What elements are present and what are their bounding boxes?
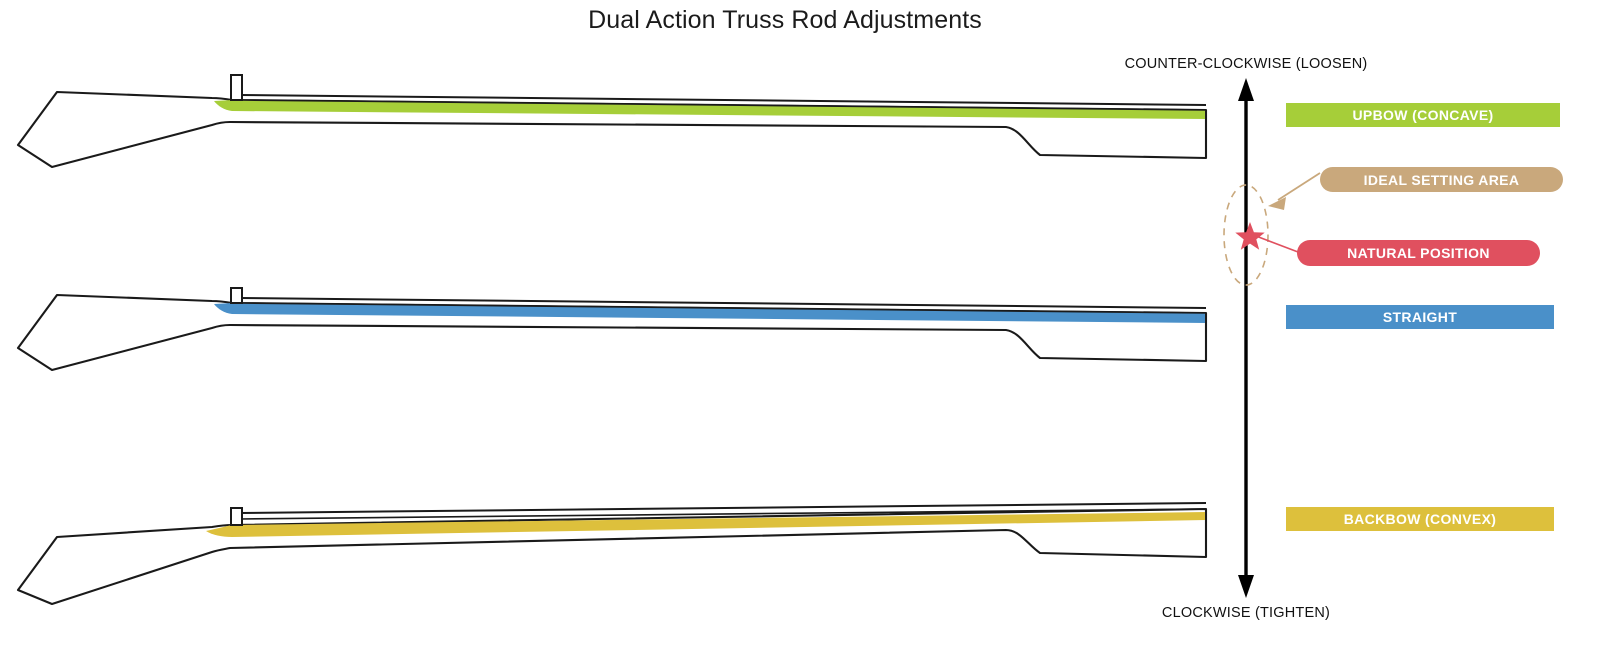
backbow-string-line-lower [239, 508, 1207, 520]
axis-label-counter-clockwise: COUNTER-CLOCKWISE (LOOSEN) [1124, 56, 1368, 72]
ideal-zone-ellipse [1223, 184, 1269, 286]
ideal-connector-arrow-icon [1268, 197, 1286, 210]
natural-position-star-icon [1235, 222, 1265, 250]
axis-label-clockwise: CLOCKWISE (TIGHTEN) [1161, 605, 1331, 621]
upbow-fretboard-relief [214, 100, 1206, 119]
legend-badge-ideal-setting-area[interactable]: IDEAL SETTING AREA [1320, 167, 1563, 192]
adjustment-axis [1238, 78, 1254, 598]
legend-badge-backbow[interactable]: BACKBOW (CONVEX) [1286, 507, 1554, 531]
axis-arrow-down-icon [1238, 575, 1254, 598]
legend-badge-straight[interactable]: STRAIGHT [1286, 305, 1554, 329]
backbow-string-line [239, 502, 1207, 514]
legend-badge-upbow[interactable]: UPBOW (CONCAVE) [1286, 103, 1560, 127]
legend-badge-natural-position[interactable]: NATURAL POSITION [1297, 240, 1540, 266]
straight-string-line-lower [239, 302, 1207, 314]
straight-string-line [239, 297, 1207, 309]
upbow-neck [16, 74, 1208, 169]
natural-connector-line [1255, 235, 1299, 253]
ideal-connector-line [1277, 172, 1321, 201]
straight-fretboard-relief [214, 303, 1206, 323]
straight-neck [16, 287, 1208, 372]
upbow-string-line [239, 94, 1207, 106]
upbow-string-line-lower [239, 99, 1207, 111]
straight-nut [230, 287, 243, 304]
backbow-neck [16, 502, 1208, 606]
axis-arrow-up-icon [1238, 78, 1254, 101]
natural-connector [1255, 235, 1299, 253]
page-title: Dual Action Truss Rod Adjustments [588, 6, 982, 34]
backbow-nut [230, 507, 243, 526]
ideal-connector [1268, 172, 1321, 210]
upbow-nut [230, 74, 243, 101]
backbow-fretboard-relief [206, 512, 1206, 537]
